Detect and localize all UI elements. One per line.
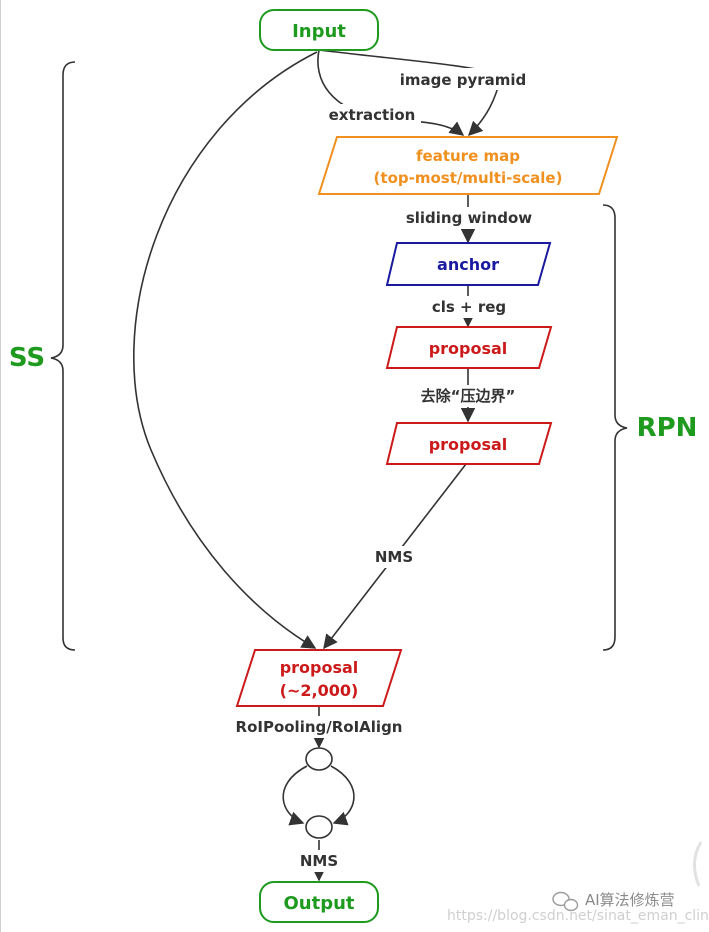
watermark-arc — [693, 841, 703, 887]
rpn-brace — [602, 204, 628, 651]
feature-map-label-2: (top-most/multi-scale) — [374, 169, 563, 187]
edge-input-ss — [133, 51, 318, 649]
roi-circle-bottom — [305, 815, 333, 839]
proposal-node-1 — [385, 326, 553, 369]
label-remove-boundary: 去除“压边界” — [421, 387, 516, 405]
proposal-final-label-2: (~2,000) — [280, 681, 359, 700]
input-node — [259, 9, 379, 51]
feature-map-label-1: feature map — [416, 147, 520, 165]
label-extraction: extraction — [329, 106, 416, 124]
ss-label: SS — [9, 343, 45, 373]
ss-brace — [50, 61, 76, 651]
proposal-label-2: proposal — [429, 435, 508, 454]
proposal-node-2 — [385, 422, 553, 465]
wechat-icon — [552, 891, 579, 912]
label-sliding-window: sliding window — [406, 209, 532, 227]
roi-circle-top — [305, 747, 333, 771]
edge-loop-right — [330, 765, 355, 826]
proposal-final-label-1: proposal — [280, 658, 359, 677]
proposal-label-1: proposal — [429, 339, 508, 358]
feature-map-node — [317, 136, 619, 195]
proposal-final-node — [235, 649, 403, 707]
watermark-brand: AI算法修炼营 — [585, 891, 675, 909]
output-label: Output — [283, 893, 354, 914]
anchor-node — [385, 242, 552, 286]
label-roi: RoIPooling/RoIAlign — [236, 718, 403, 736]
edge-loop-left — [282, 765, 308, 826]
label-cls-reg: cls + reg — [432, 298, 506, 316]
rpn-label: RPN — [637, 413, 698, 443]
label-image-pyramid: image pyramid — [400, 71, 527, 89]
watermark-url: https://blog.csdn.net/sinat_eman_clin — [447, 908, 709, 924]
label-nms-1: NMS — [375, 548, 413, 566]
anchor-label: anchor — [437, 255, 499, 274]
output-node — [259, 881, 379, 923]
input-label: Input — [292, 21, 346, 42]
label-nms-2: NMS — [300, 852, 338, 870]
